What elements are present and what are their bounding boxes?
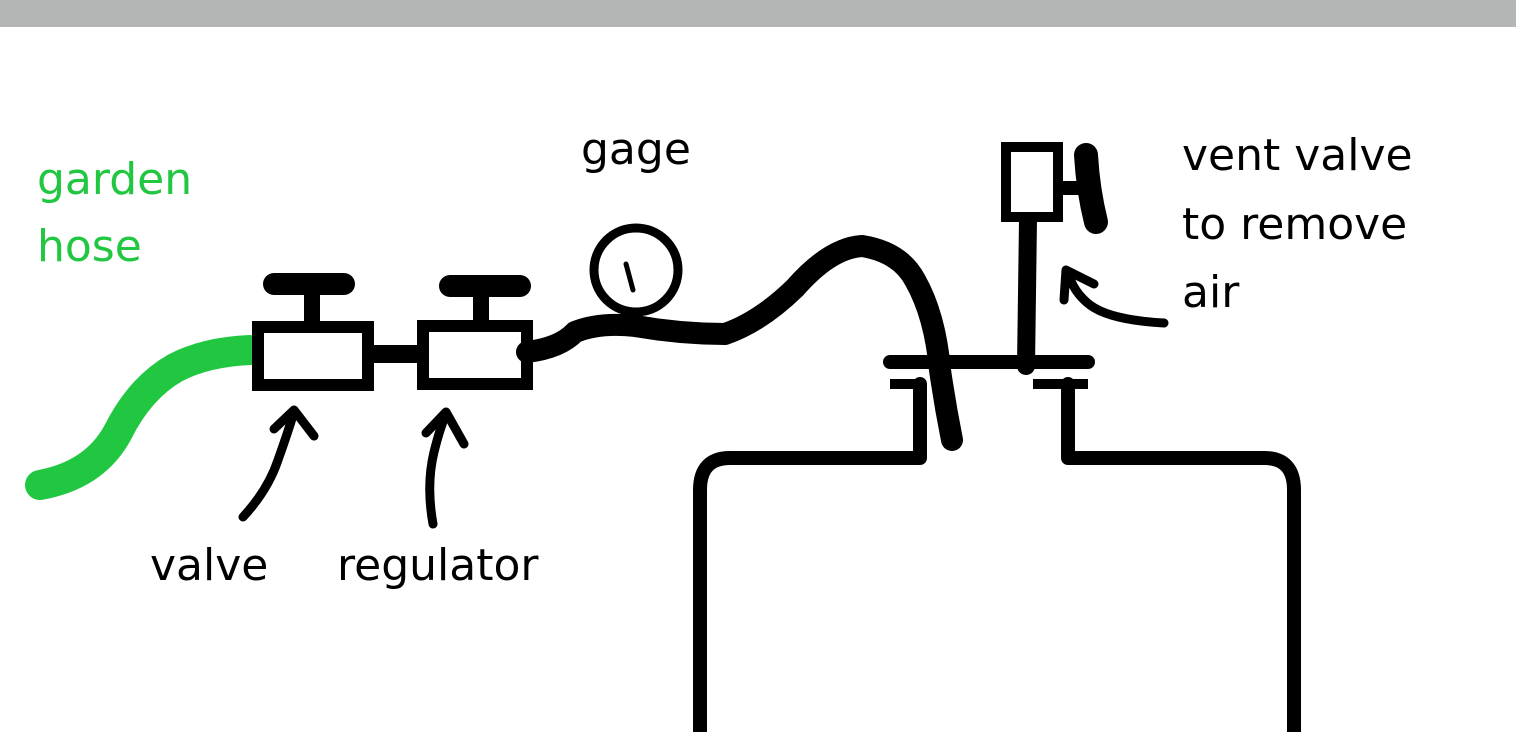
vent-valve-label-line-2: to remove [1182, 199, 1407, 250]
gage [589, 223, 683, 326]
regulator-label: regulator [337, 540, 539, 591]
vent-valve-label-line-1: vent valve [1182, 130, 1413, 181]
vent-valve-label-line-3: air [1182, 267, 1240, 318]
regulator-arrow [421, 407, 469, 529]
top-bar [0, 0, 1516, 27]
vent-pipe [1017, 211, 1037, 375]
garden-hose [25, 335, 265, 500]
vent-valve [1001, 142, 1108, 375]
regulator-body [417, 320, 533, 390]
valve-arrow [238, 405, 319, 522]
vent-valve-handle [1074, 143, 1108, 234]
tank-body-left [693, 377, 927, 732]
garden-hose-label-line-2: hose [37, 221, 142, 272]
gage-label: gage [581, 124, 691, 175]
vent-valve-body [1001, 142, 1063, 222]
valve-label: valve [150, 540, 268, 591]
gage-dial [589, 223, 683, 317]
gage-needle [623, 261, 636, 293]
tank-body-right [1061, 377, 1301, 732]
valve-body [252, 321, 374, 391]
valve [252, 273, 374, 391]
main-pipe [516, 235, 963, 451]
garden-hose-label-line-1: garden [37, 154, 192, 205]
regulator [417, 275, 533, 390]
vent-arrow [1059, 265, 1169, 328]
